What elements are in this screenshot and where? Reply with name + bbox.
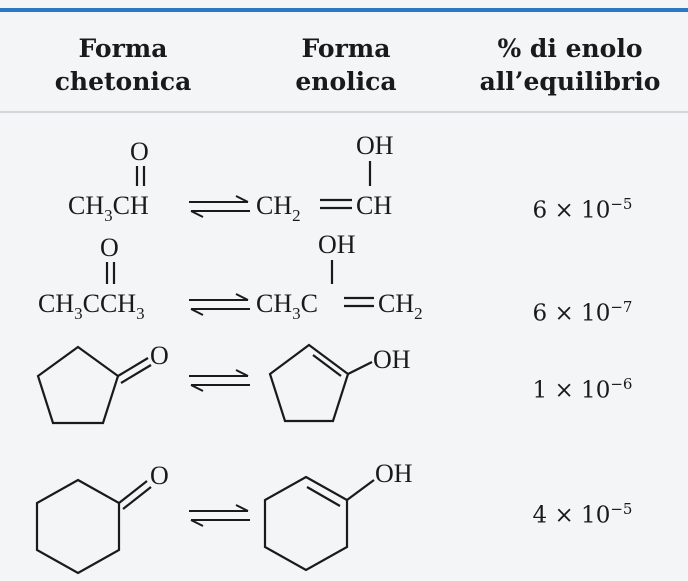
keto-3-oxygen: O	[150, 341, 169, 370]
keto-1-ch: CH	[113, 191, 149, 220]
keto-4-ring	[35, 478, 121, 575]
keto-4-double-bond-a	[118, 480, 148, 504]
enol-3-bond-oh	[347, 361, 373, 375]
equilibrium-arrow-2	[189, 293, 250, 316]
row-cyclopentanone: O OH	[36, 341, 411, 425]
header-keto-form: Forma chetonica	[54, 34, 192, 96]
percent-cyclopentanone: 1 × 10−6	[532, 375, 633, 404]
enol-3-ring	[268, 343, 350, 423]
header-enol-form: Forma enolica	[295, 34, 397, 96]
enol-3-hydroxyl: OH	[373, 345, 411, 374]
keto-4-double-bond-b	[122, 486, 152, 510]
keto-3-double-bond-a	[117, 357, 149, 377]
keto-1-oxygen: O	[130, 137, 149, 166]
row-cyclohexanone: O OH	[35, 459, 413, 575]
enol-2-ch3c: CH3C	[256, 289, 318, 323]
keto-2-formula: CH3CCH3	[38, 289, 145, 323]
percent-acetaldehyde: 6 × 10−5	[532, 195, 633, 224]
enol-2-hydroxyl: OH	[318, 230, 356, 259]
keto-4-oxygen: O	[150, 461, 169, 490]
enol-4-hydroxyl: OH	[375, 459, 413, 488]
enol-4-bond-oh	[346, 479, 375, 501]
keto-2-oxygen: O	[100, 233, 119, 262]
keto-1-sub: 3	[104, 206, 113, 225]
percent-cyclohexanone: 4 × 10−5	[532, 500, 633, 529]
header-divider	[0, 111, 688, 113]
enol-1-hydroxyl: OH	[356, 131, 394, 160]
keto-1-formula: CH3CH	[68, 191, 149, 225]
equilibrium-arrow-1	[189, 195, 250, 218]
enol-4-ring-double-bond	[306, 486, 341, 507]
keto-3-double-bond-b	[120, 364, 152, 384]
keto-3-ring	[36, 345, 120, 425]
row-acetaldehyde: O CH3CH OH CH2 CH	[68, 131, 394, 225]
equilibrium-arrow-3	[189, 369, 250, 392]
percent-acetone: 6 × 10−7	[532, 298, 633, 327]
table-top-rule	[0, 8, 688, 12]
enol-2-ch2: CH2	[378, 289, 423, 323]
keto-1-ch3: CH	[68, 191, 104, 220]
enol-3-ring-double-bond	[312, 354, 342, 377]
row-acetone: O CH3CCH3 OH CH3C CH2	[38, 230, 423, 323]
header-enol-percent: % di enolo all’equilibrio	[479, 34, 661, 96]
equilibrium-arrow-4	[189, 504, 250, 527]
enol-1-ch: CH	[356, 191, 392, 220]
enol-4-ring	[263, 475, 349, 572]
enol-1-ch2: CH2	[256, 191, 301, 225]
